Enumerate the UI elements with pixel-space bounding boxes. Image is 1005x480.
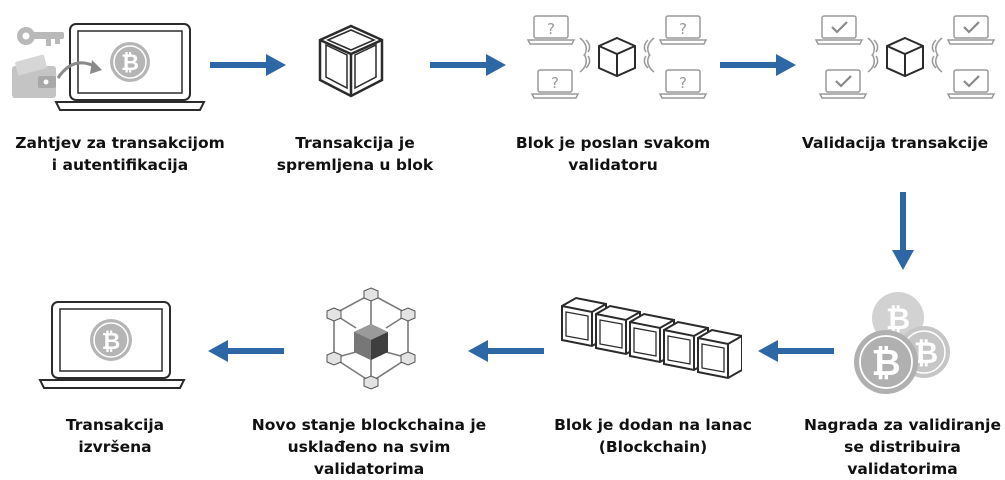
caption-line: se distribuira	[844, 438, 961, 456]
svg-text:?: ?	[547, 20, 555, 38]
caption-line: Zahtjev za transakcijom	[15, 134, 225, 152]
block-broadcast-icon: ? ? ? ?	[522, 10, 712, 104]
caption-step-2: Transakcija je spremljena u blok	[270, 132, 440, 176]
caption-line: validatorima	[847, 460, 958, 478]
arrow-right-1	[208, 52, 288, 78]
svg-text:₿: ₿	[121, 51, 139, 76]
arrow-right-2	[428, 52, 508, 78]
caption-step-4: Validacija transakcije	[788, 132, 1002, 154]
arrow-down	[890, 190, 916, 272]
svg-text:?: ?	[679, 20, 687, 38]
caption-step-5: Nagrada za validiranje se distribuira va…	[800, 414, 1005, 480]
caption-line: Novo stanje blockchaina je	[251, 416, 487, 434]
arrow-left-2	[466, 338, 546, 364]
svg-text:₿: ₿	[914, 336, 938, 371]
chain-block	[697, 328, 742, 380]
caption-line: i autentifikacija	[51, 156, 189, 174]
svg-text:?: ?	[551, 74, 559, 92]
caption-step-6: Blok je dodan na lanac (Blockchain)	[538, 414, 768, 458]
laptop-bitcoin-key-wallet-icon: ₿	[8, 14, 208, 114]
network-cube-icon	[316, 286, 426, 398]
caption-line: spremljena u blok	[276, 156, 434, 174]
arrow-left-3	[206, 338, 286, 364]
caption-line: Nagrada za validiranje	[803, 416, 1002, 434]
caption-line: (Blockchain)	[598, 438, 708, 456]
caption-line: Transakcija je	[295, 134, 415, 152]
arrow-left-1	[756, 338, 836, 364]
laptop-bitcoin-icon: ₿	[38, 298, 188, 390]
bitcoin-coins-icon: ₿ ₿ ₿	[848, 290, 958, 400]
svg-text:₿: ₿	[871, 343, 900, 384]
svg-text:?: ?	[679, 74, 687, 92]
caption-step-1: Zahtjev za transakcijom i autentifikacij…	[0, 132, 240, 176]
caption-step-7: Novo stanje blockchaina je usklađeno na …	[238, 414, 500, 480]
caption-line: izvršena	[78, 438, 152, 456]
svg-text:₿: ₿	[102, 329, 121, 355]
arrow-right-3	[718, 52, 798, 78]
blockchain-blocks-icon	[558, 294, 742, 386]
caption-line: Validacija transakcije	[801, 134, 989, 152]
caption-line: usklađeno na svim	[287, 438, 451, 456]
caption-step-8: Transakcija izvršena	[40, 414, 190, 458]
caption-line: validatoru	[568, 156, 658, 174]
cube-icon	[316, 22, 386, 100]
caption-step-3: Blok je poslan svakom validatoru	[503, 132, 723, 176]
caption-line: Transakcija	[65, 416, 165, 434]
caption-line: Blok je poslan svakom	[515, 134, 711, 152]
block-validation-icon	[810, 10, 1000, 104]
caption-line: Blok je dodan na lanac	[554, 416, 752, 434]
caption-line: validatorima	[313, 460, 425, 478]
